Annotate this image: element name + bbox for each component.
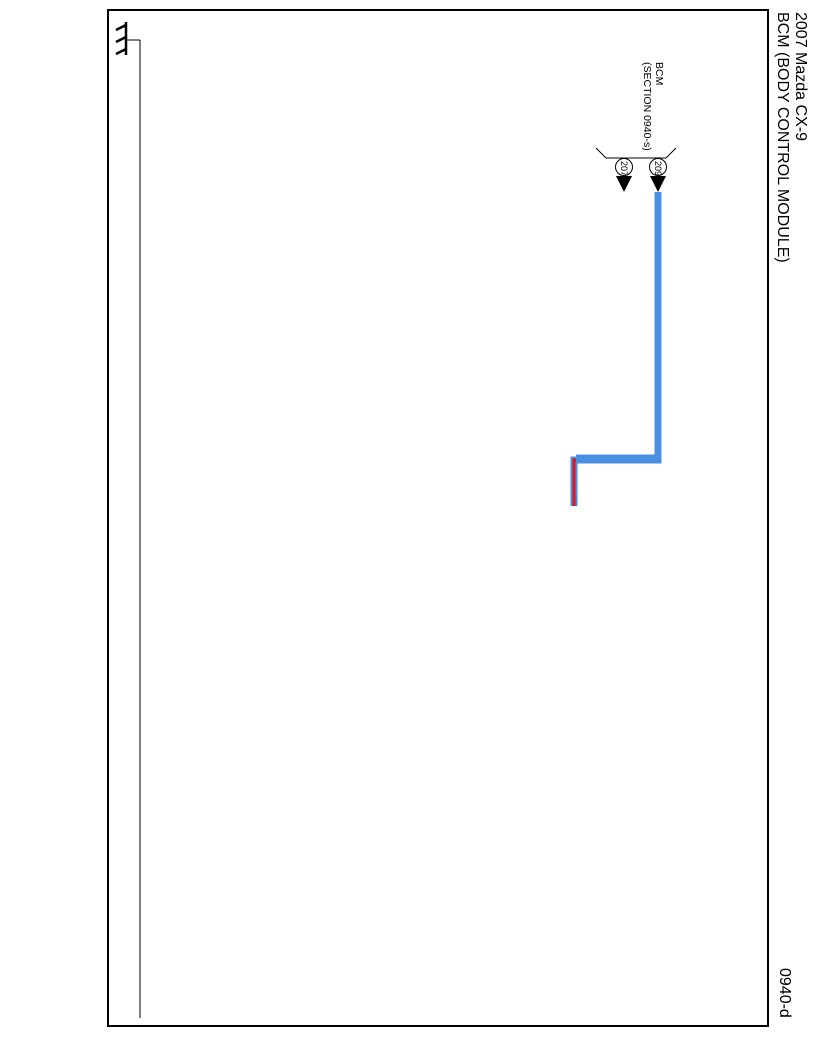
bcm-label: BCM <box>653 62 665 85</box>
bcm-section-label: (SECTION 0940-s) <box>641 62 653 151</box>
svg-text:207: 207 <box>619 161 629 176</box>
pin-arrow-icon <box>616 176 632 192</box>
diagram-frame <box>107 9 769 1027</box>
header-title-module: BCM (BODY CONTROL MODULE) <box>774 12 791 263</box>
chassis-ground-icon <box>115 22 128 56</box>
pin-207[interactable]: 207 <box>615 158 633 193</box>
wire-lr-i[interactable] <box>574 192 624 340</box>
pin-209[interactable]: 209 <box>649 158 667 193</box>
page-code: 0940-d <box>776 968 793 1018</box>
header-title-vehicle: 2007 Mazda CX-9 <box>792 12 809 141</box>
bcm-connector-group-s: BCM (SECTION 0940-s) <box>595 62 677 159</box>
pin-arrow-icon <box>650 176 666 192</box>
wire-lr-f-base <box>576 192 662 462</box>
wires <box>574 192 624 340</box>
svg-text:209: 209 <box>653 161 663 176</box>
